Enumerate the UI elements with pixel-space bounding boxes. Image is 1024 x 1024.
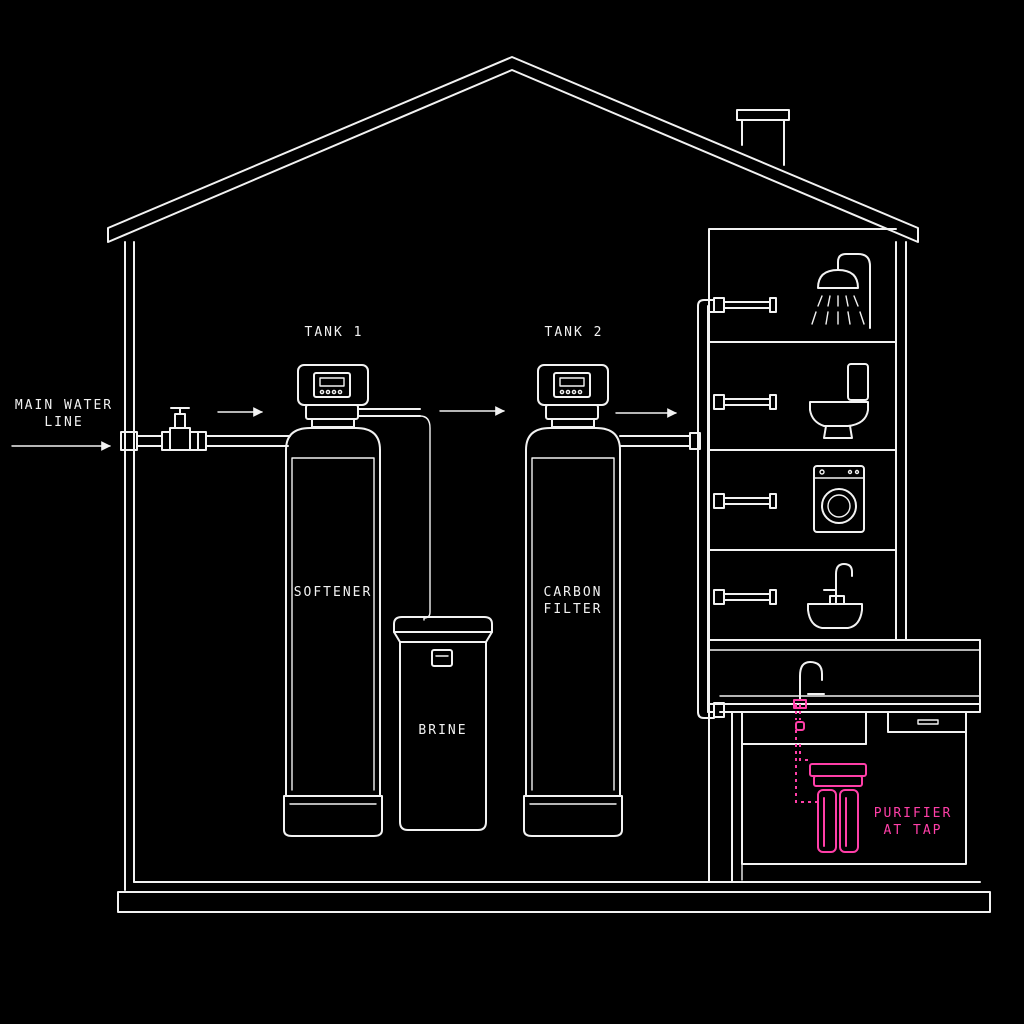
purifier-label: PURIFIER	[874, 806, 953, 821]
house-outline	[107, 56, 991, 913]
under-sink-purifier	[793, 699, 867, 853]
brine-tank	[393, 616, 493, 831]
brine-label: BRINE	[418, 723, 467, 738]
toilet-icon	[809, 363, 869, 439]
softener-label: SOFTENER	[294, 585, 373, 600]
shutoff-valve-icon	[161, 407, 207, 451]
fixture-shelves	[708, 228, 897, 883]
tank2-label: TANK 2	[545, 325, 604, 340]
carbon-label-2: FILTER	[544, 602, 603, 617]
main-water-line-label: MAIN WATER	[15, 398, 113, 413]
kitchen-counter	[708, 639, 981, 883]
carbon-filter-tank	[523, 364, 691, 837]
carbon-label: CARBON	[544, 585, 603, 600]
sink-icon	[807, 563, 863, 629]
purifier-label-2: AT TAP	[884, 823, 943, 838]
tank1-label: TANK 1	[305, 325, 364, 340]
washing-machine-icon	[813, 465, 865, 533]
softener-tank	[283, 364, 421, 837]
shower-icon	[811, 253, 871, 329]
main-water-line-label-2: LINE	[44, 415, 83, 430]
main-water-line	[11, 407, 291, 451]
distribution-riser	[689, 297, 777, 719]
kitchen-faucet-icon	[799, 661, 825, 701]
brine-line	[419, 415, 431, 621]
